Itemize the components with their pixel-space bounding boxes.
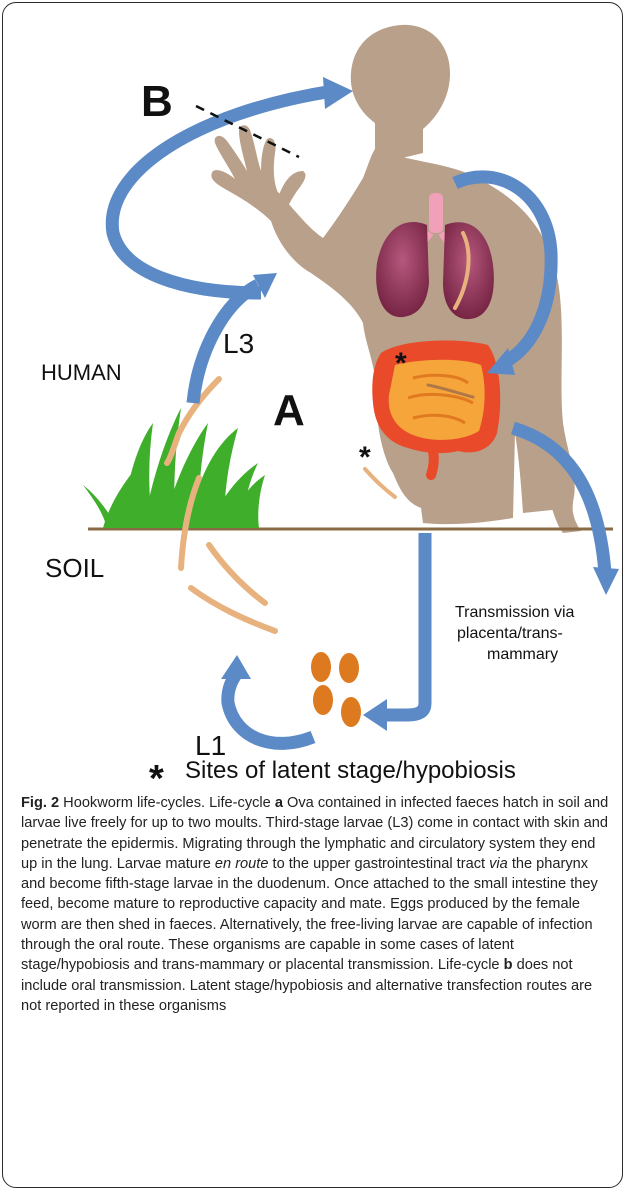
legend-text: Sites of latent stage/hypobiosis <box>185 757 516 784</box>
label-soil: SOIL <box>45 553 104 583</box>
label-transmission-3: mammary <box>487 646 558 663</box>
caption-text-4: the pharynx and become fifth-stage larva… <box>21 856 598 973</box>
caption-cycle-b: b <box>504 957 513 973</box>
grass <box>83 408 265 528</box>
label-human: HUMAN <box>41 360 122 385</box>
caption-fig-label: Fig. 2 <box>21 795 59 811</box>
arrow-faeces <box>383 533 425 715</box>
larva-in-skin <box>365 469 395 497</box>
caption-cycle-a: a <box>275 795 283 811</box>
caption-text-1: Hookworm life-cycles. Life-cycle <box>59 795 275 811</box>
caption-en-route: en route <box>215 856 269 872</box>
label-l3: L3 <box>223 328 254 359</box>
hookworm-lifecycle-diagram: * * <box>3 3 623 788</box>
arrow-l1 <box>228 673 313 743</box>
legend-asterisk: * <box>149 758 164 788</box>
label-transmission-1: Transmission via <box>455 604 575 621</box>
caption-text-3: to the upper gastrointestinal tract <box>268 856 489 872</box>
eggs <box>311 652 361 727</box>
caption-via: via <box>489 856 508 872</box>
asterisk-intestine: * <box>395 347 407 380</box>
label-b: B <box>141 77 173 126</box>
label-a: A <box>273 386 305 435</box>
figure-caption: Fig. 2 Hookworm life-cycles. Life-cycle … <box>21 793 611 1016</box>
label-transmission-2: placenta/trans- <box>457 625 563 642</box>
